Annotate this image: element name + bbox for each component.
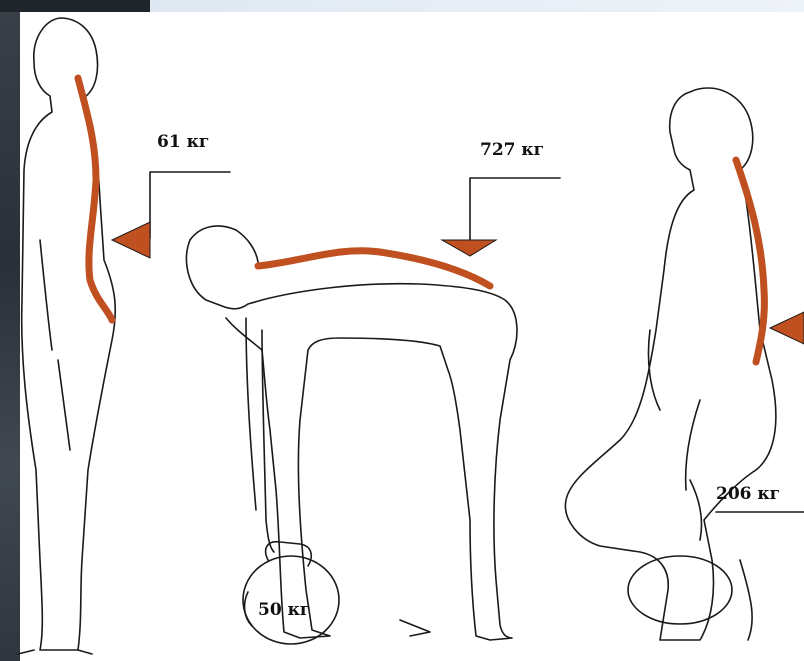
spine-standing (78, 78, 112, 320)
spine-bending (258, 251, 490, 286)
arrow-standing (112, 222, 150, 258)
label-squatting-load: 206 кг (716, 484, 780, 504)
callout-line-bending (470, 178, 560, 240)
arrow-squatting (770, 312, 804, 344)
squatting-figure (565, 88, 775, 640)
spine-squatting (736, 160, 764, 362)
label-kettlebell-weight: 50 кг (258, 600, 310, 620)
kettlebell (243, 542, 339, 644)
label-bending-load: 727 кг (480, 140, 544, 160)
standing-figure (18, 18, 115, 654)
arrow-bending (442, 240, 496, 256)
bending-figure (187, 226, 517, 640)
label-standing-load: 61 кг (157, 132, 209, 152)
callout-line-standing (150, 172, 230, 238)
